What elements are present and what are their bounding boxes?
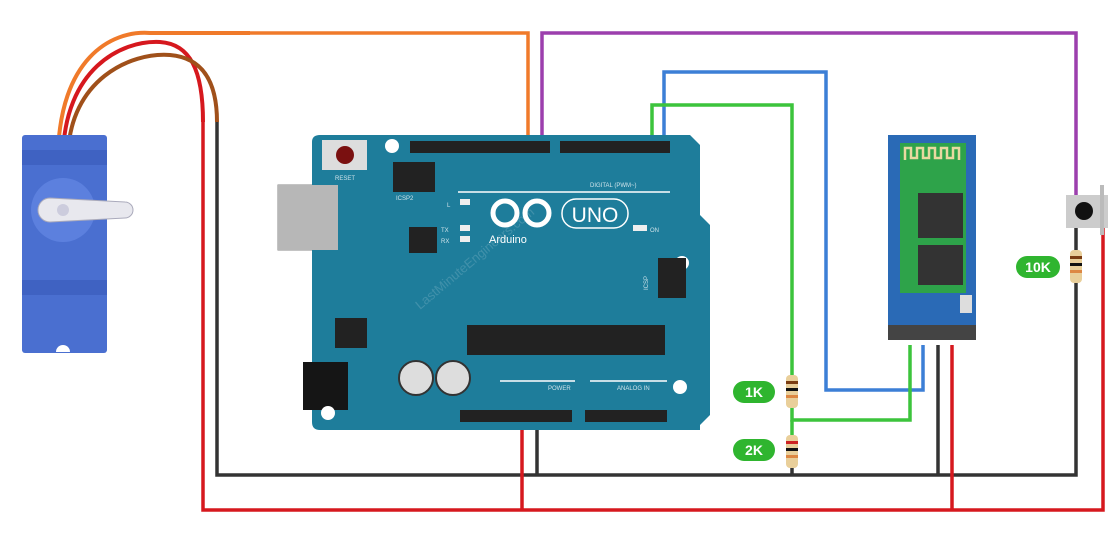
servo-horn [37, 197, 134, 223]
label-10k-text: 10K [1025, 259, 1051, 275]
wire-blue-tx [662, 70, 925, 392]
wire-purple-button [540, 31, 1078, 195]
digital-header-2 [560, 141, 670, 153]
digital-header-1 [410, 141, 550, 153]
resistor-10k [1070, 250, 1082, 283]
wires [56, 30, 1105, 512]
digital-label: DIGITAL (PWM~) [590, 183, 637, 189]
push-button[interactable] [1066, 185, 1108, 235]
arduino-logo [490, 198, 552, 228]
icsp2-label: ICSP2 [396, 196, 414, 202]
label-1k: 1K [733, 381, 775, 403]
power-jack-front [303, 362, 348, 410]
microcontroller-chip [467, 325, 665, 355]
led-rx-label: RX [441, 239, 449, 245]
label-2k: 2K [733, 439, 775, 461]
wire-black-ground [215, 122, 1078, 477]
wire-orange-signal [250, 31, 530, 148]
servo-cable-red [61, 39, 205, 156]
wire-red-power [201, 122, 1105, 512]
uno-label: UNO [572, 204, 619, 227]
label-2k-text: 2K [745, 442, 763, 458]
led-on-label: ON [650, 228, 659, 234]
wire-green-rx [650, 103, 794, 375]
hc05-bluetooth-module [888, 135, 976, 340]
wire-green-divider [790, 345, 912, 422]
led-tx-label: TX [441, 228, 449, 234]
label-1k-text: 1K [745, 384, 763, 400]
servo-motor [22, 135, 134, 353]
power-label: POWER [548, 386, 571, 392]
resistor-1k [786, 375, 798, 408]
led-l-label: L [447, 203, 451, 209]
arduino-logo-text: Arduino [489, 234, 527, 246]
servo-cable-orange [56, 30, 250, 156]
reset-label: RESET [335, 176, 355, 182]
icsp-label: ICSP [644, 276, 650, 290]
servo-cable-brown [66, 52, 219, 156]
label-10k: 10K [1016, 256, 1060, 278]
power-header [460, 410, 572, 422]
resistor-2k [786, 435, 798, 468]
analog-header [585, 410, 667, 422]
analog-label: ANALOG IN [617, 386, 650, 392]
arduino-uno-board: RESET ICSP2 DIGITAL (PWM~) Arduino UNO L… [277, 135, 710, 430]
